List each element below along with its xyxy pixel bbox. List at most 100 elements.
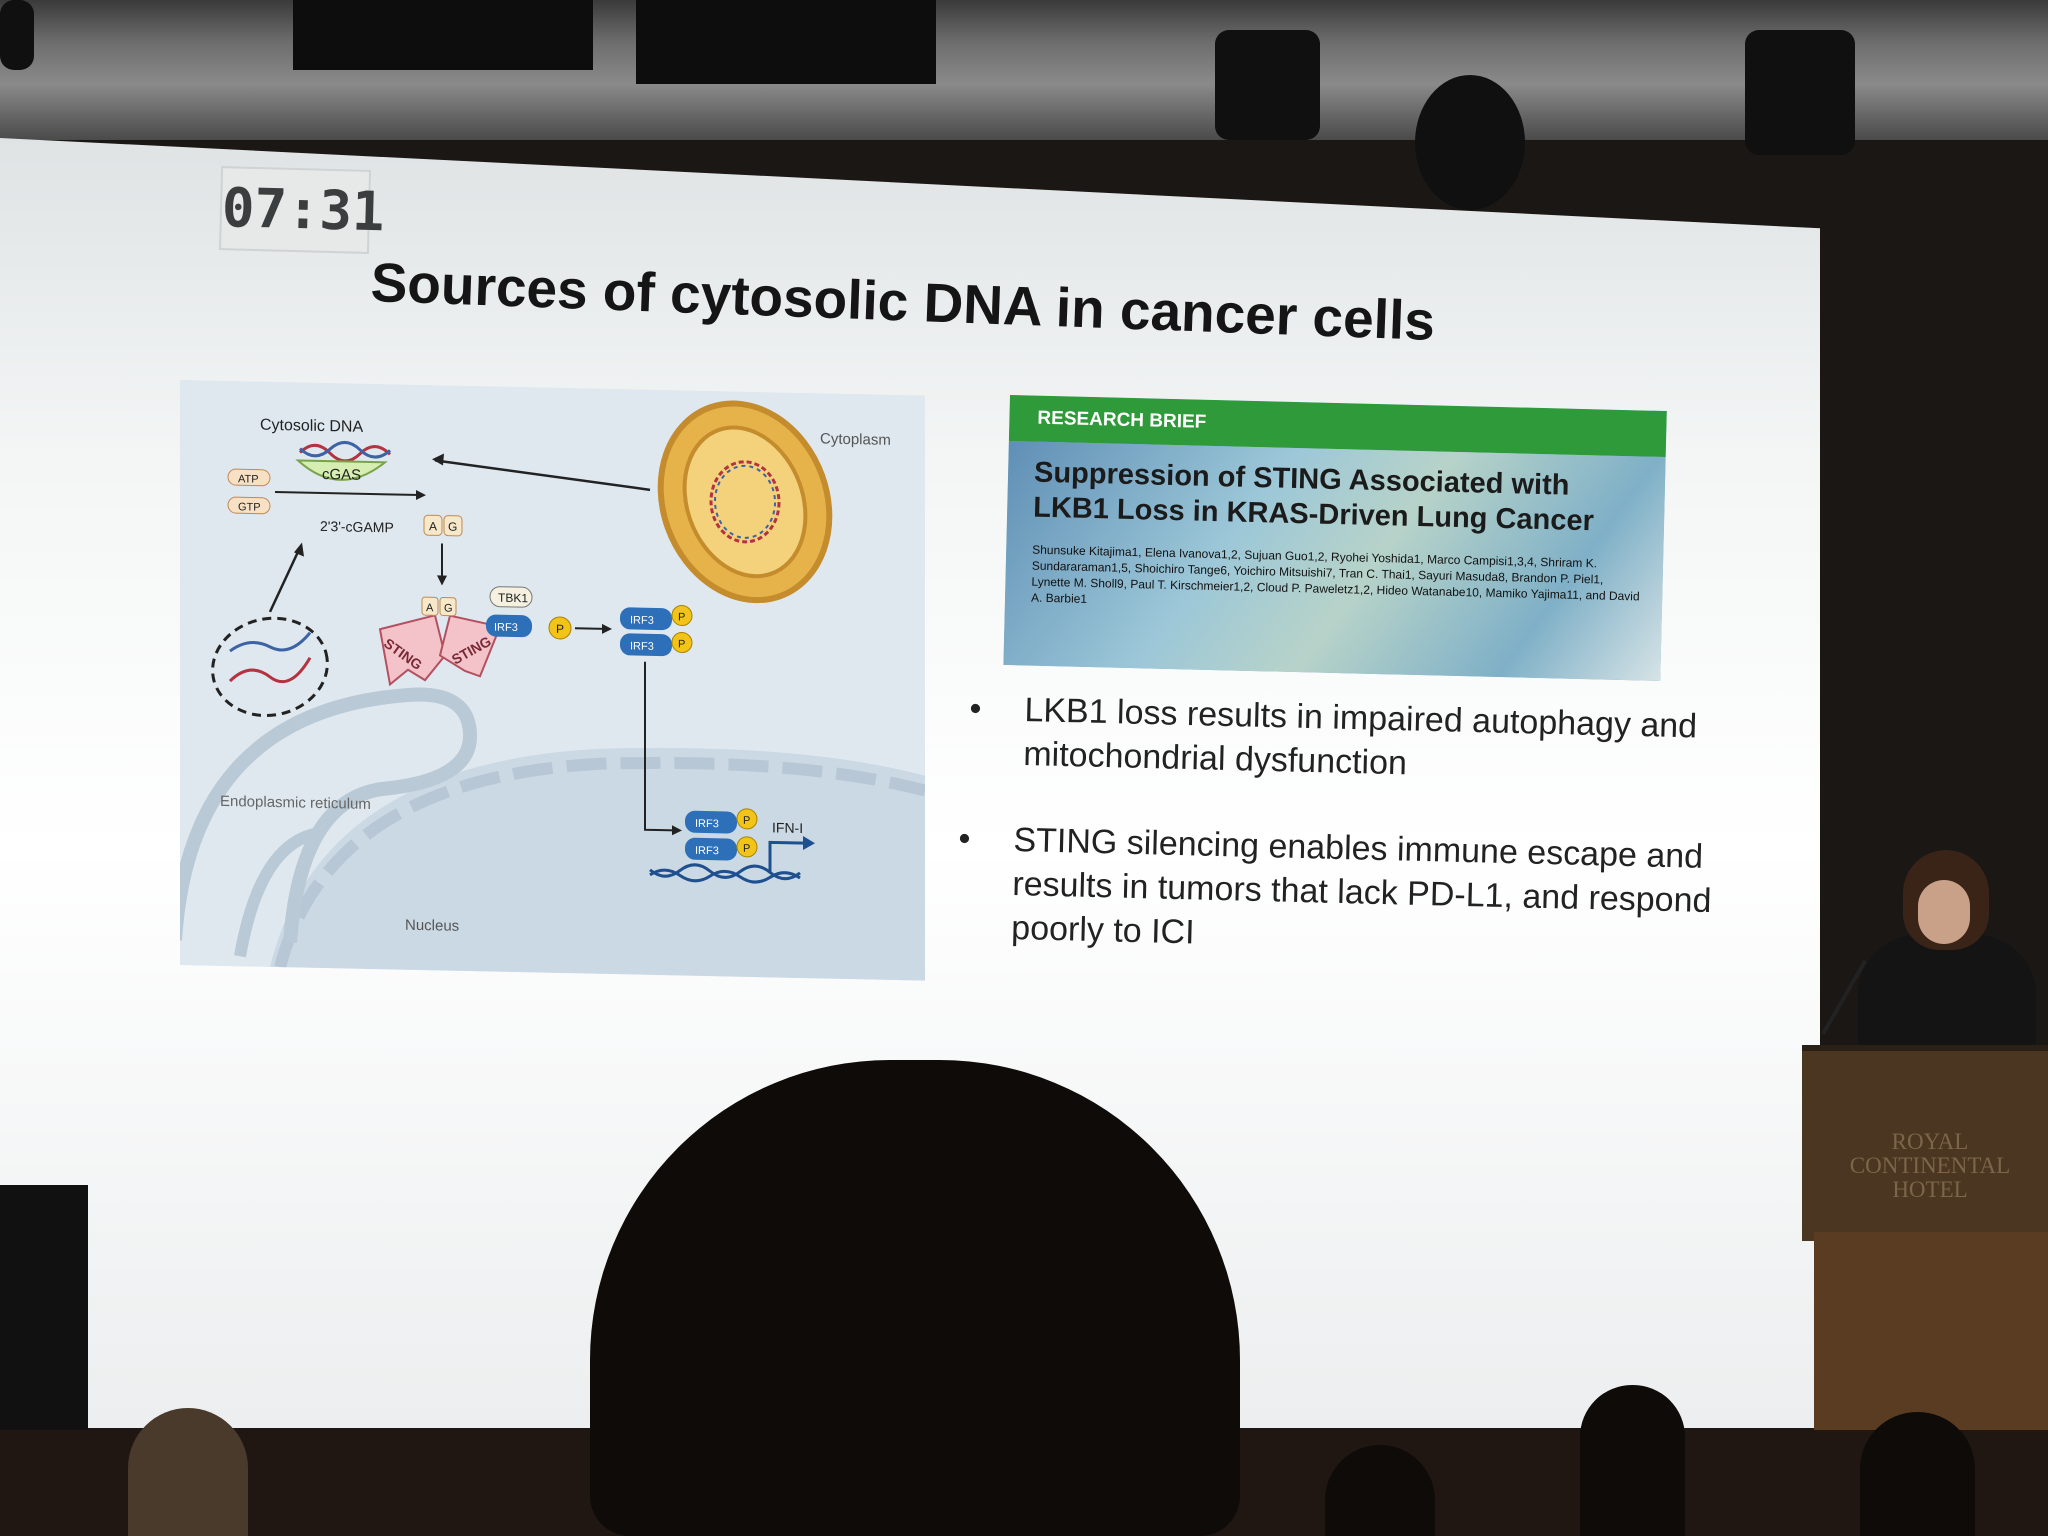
nuclear-irf3-label: IRF3 [695, 818, 719, 830]
tbk1-label: TBK1 [498, 591, 528, 606]
endoplasmic-reticulum [180, 687, 478, 943]
irf3-label: IRF3 [494, 622, 518, 634]
dna-strand [229, 631, 312, 653]
mitochondrion-inner [682, 425, 808, 579]
dna-strand [298, 440, 392, 459]
ifn-label: IFN-I [772, 819, 803, 836]
arrow [268, 546, 302, 613]
phospho-label-3: P [678, 638, 685, 650]
sting-protein [438, 614, 502, 678]
stage-light [1745, 30, 1855, 155]
arrow-head [294, 542, 304, 557]
bullet-dot: • [969, 689, 982, 728]
sting-g-label: G [444, 603, 453, 615]
podium-logo-text: ROYAL CONTINENTAL HOTEL [1812, 1130, 2048, 1202]
phospho-dot [548, 616, 572, 640]
cgamp-g [443, 515, 463, 537]
sting-a [421, 596, 439, 616]
irf3-pill [486, 614, 532, 638]
endoplasmic-reticulum [234, 826, 322, 958]
cytoplasm-label: Cytoplasm [820, 430, 891, 448]
atp-label: ATP [238, 473, 259, 485]
stage-equipment [0, 1185, 88, 1465]
podium-line2: CONTINENTAL [1849, 1153, 2011, 1178]
stage-light [1415, 75, 1525, 210]
research-brief-authors: Shunsuke Kitajima1, Elena Ivanova1,2, Su… [1030, 542, 1640, 606]
research-brief-body: Suppression of STING Associated with LKB… [1003, 440, 1666, 681]
ceiling-panel [636, 0, 936, 84]
irf3-dimer-label: IRF3 [630, 614, 654, 626]
audience-head [128, 1408, 248, 1536]
phospho-dot [671, 605, 693, 627]
nucleus-label: Nucleus [405, 917, 459, 935]
sting-pathway-diagram: Cytosolic DNA cGAS ATP GTP 2'3'-cGAMP A … [180, 380, 925, 981]
audience-head [1140, 1380, 1230, 1460]
arrow [275, 490, 420, 497]
phospho-dot [671, 632, 693, 654]
cgamp-a-label: A [429, 519, 437, 533]
nuclear-irf3-pill [685, 810, 737, 834]
audience-head-foreground [590, 1060, 1240, 1536]
atp-pill [227, 468, 271, 487]
phospho-dot [736, 836, 758, 858]
cgas-enzyme [295, 459, 388, 481]
audience-head [1325, 1445, 1435, 1536]
er-label: Endoplasmic reticulum [220, 793, 371, 813]
nuclear-irf3-pill [685, 837, 737, 861]
gtp-pill [227, 496, 271, 515]
nuclear-irf3-label-2: IRF3 [695, 845, 719, 857]
bullet-item: • STING silencing enables immune escape … [958, 818, 1734, 968]
phospho-dot [736, 808, 758, 830]
bullet-item: • LKB1 loss results in impaired autophag… [969, 688, 1725, 793]
bullet-dot: • [958, 819, 971, 858]
phospho-label-2: P [678, 611, 685, 623]
speaker-body [1858, 935, 2036, 1050]
cgamp-g-label: G [448, 520, 457, 534]
research-brief-title: Suppression of STING Associated with LKB… [1033, 456, 1635, 541]
gtp-label: GTP [238, 501, 261, 513]
countdown-timer: 07:31 [218, 166, 385, 254]
podium-front [1802, 1045, 2048, 1241]
audience-head [1860, 1412, 1975, 1536]
research-brief-card: RESEARCH BRIEF Suppression of STING Asso… [1003, 395, 1667, 681]
irf3-dimer-label-2: IRF3 [630, 640, 654, 652]
podium-line3: HOTEL [1892, 1177, 1968, 1202]
cytosolic-dna-label: Cytosolic DNA [260, 417, 363, 436]
irf3-dimer-pill [620, 607, 672, 631]
arrow-head [602, 623, 612, 634]
dna-strand [228, 656, 312, 683]
cgamp-a [423, 514, 443, 536]
speaker-face [1918, 880, 1970, 944]
stage-light [1215, 30, 1320, 140]
tbk1-pill [489, 586, 533, 608]
cgamp-label: 2'3'-cGAMP [320, 518, 394, 536]
arrow-head [437, 575, 447, 586]
mitochondrial-dna [714, 464, 776, 539]
sting-g [439, 597, 457, 617]
irf3-dimer-pill [620, 633, 672, 657]
phospho-label-5: P [743, 843, 750, 855]
phospho-label: P [556, 622, 564, 636]
sting-a-label: A [426, 602, 434, 614]
arrow-head [416, 489, 426, 500]
micronucleus [211, 616, 329, 718]
bullet-text: LKB1 loss results in impaired autophagy … [1022, 690, 1698, 783]
nuclear-envelope [274, 756, 925, 969]
gene-dna [649, 863, 801, 881]
arrow-head [672, 825, 682, 836]
arrow [575, 627, 605, 630]
stage-light [0, 0, 34, 70]
phospho-label-4: P [743, 815, 750, 827]
transcription-arrow-head [803, 836, 815, 851]
ceiling-panel [293, 0, 593, 70]
mitochondrial-dna [709, 460, 781, 544]
audience-head [1580, 1385, 1685, 1536]
arrow-head [432, 453, 444, 466]
arrow [644, 661, 675, 832]
transcription-arrow [768, 840, 805, 873]
podium-line1: ROYAL [1891, 1129, 1969, 1154]
arrow [434, 459, 651, 492]
bullet-text: STING silencing enables immune escape an… [1010, 820, 1712, 952]
cgas-label: cGAS [322, 466, 361, 484]
nucleus-shape [270, 747, 925, 981]
